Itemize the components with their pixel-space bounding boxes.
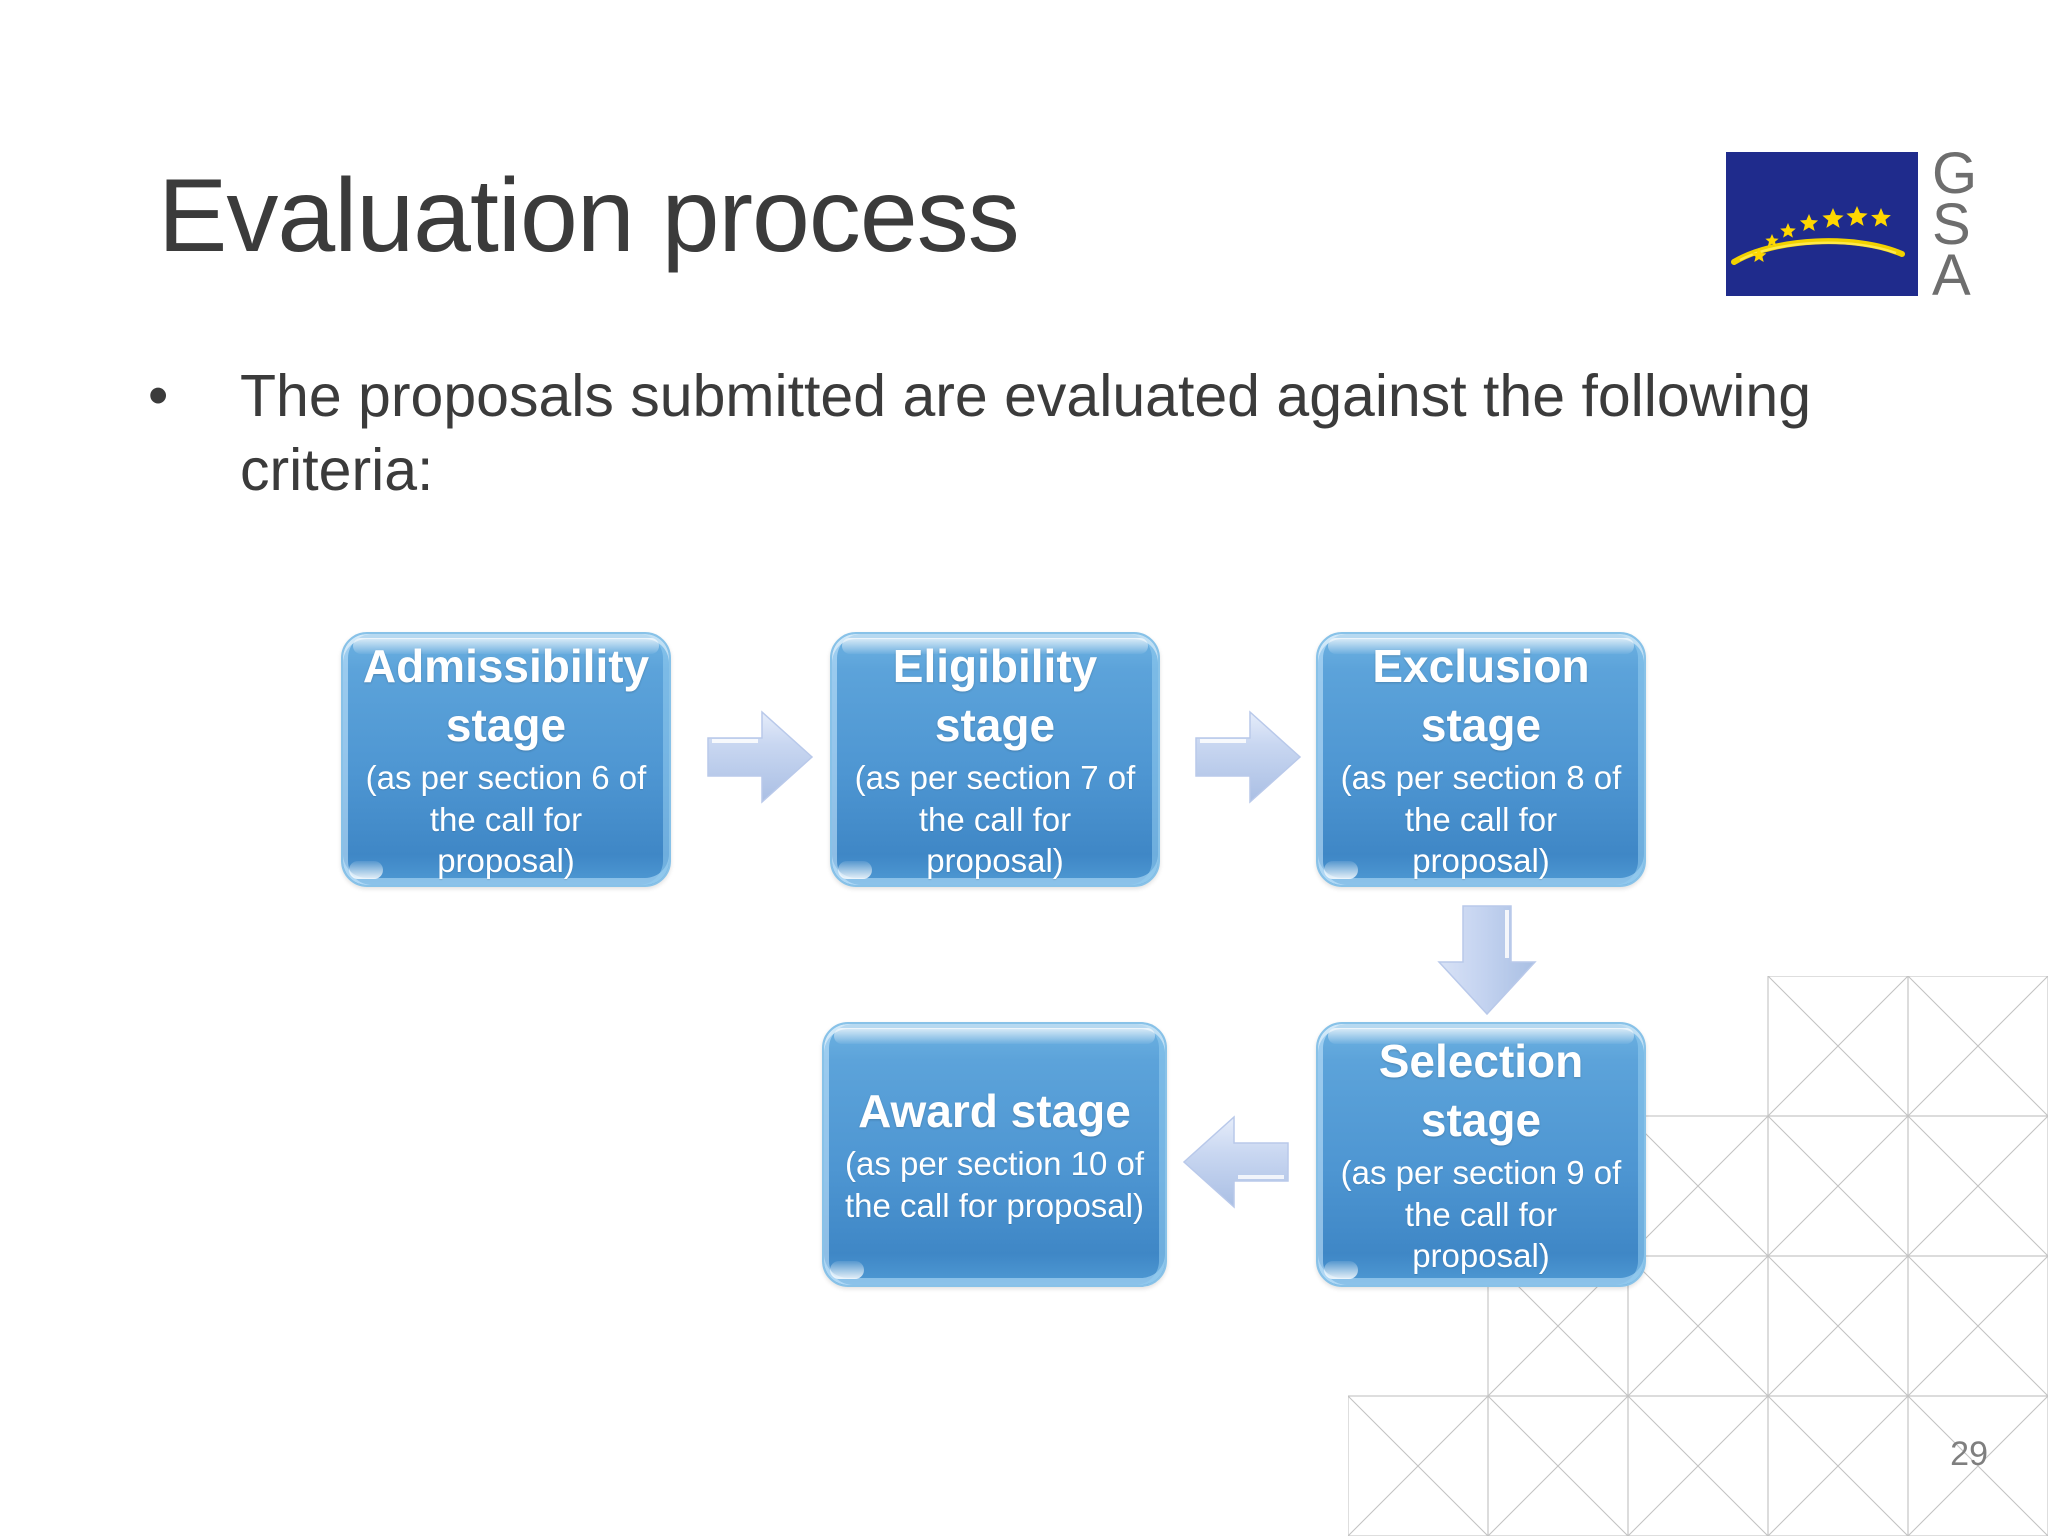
flow-node-subtitle: (as per section 8 of the call for propos… bbox=[1340, 759, 1622, 880]
flow-node-title: Selection stage bbox=[1378, 1035, 1584, 1147]
gsa-letter-g: G bbox=[1932, 141, 1978, 206]
flow-node-title: Eligibility stage bbox=[892, 640, 1098, 752]
arrow-right-eligibility-to-exclusion bbox=[1195, 710, 1302, 804]
flow-node-selection[interactable]: Selection stage (as per section 9 of the… bbox=[1316, 1022, 1646, 1287]
gsa-letters: G S A bbox=[1932, 141, 1978, 308]
arrow-down-exclusion-to-selection bbox=[1437, 905, 1537, 1016]
flow-node-subtitle: (as per section 10 of the call for propo… bbox=[845, 1145, 1144, 1224]
eu-stars-arc-icon bbox=[1731, 206, 1905, 265]
eu-flag-icon bbox=[1726, 152, 1918, 296]
page-title: Evaluation process bbox=[158, 158, 1020, 274]
flow-node-subtitle: (as per section 6 of the call for propos… bbox=[365, 759, 647, 880]
gsa-letter-s: S bbox=[1932, 191, 1971, 257]
arrow-right-admissibility-to-eligibility bbox=[707, 710, 814, 804]
flow-node-subtitle: (as per section 7 of the call for propos… bbox=[854, 759, 1136, 880]
flow-node-exclusion[interactable]: Exclusion stage (as per section 8 of the… bbox=[1316, 632, 1646, 887]
bullet-text: The proposals submitted are evaluated ag… bbox=[240, 363, 1812, 503]
gsa-letter-a: A bbox=[1932, 242, 1971, 308]
flow-node-title: Exclusion stage bbox=[1372, 640, 1590, 752]
bullet-list: • The proposals submitted are evaluated … bbox=[130, 360, 1930, 508]
page-number: 29 bbox=[1950, 1435, 1988, 1473]
eu-gsa-logo: G S A bbox=[1726, 144, 1977, 304]
flow-node-subtitle: (as per section 9 of the call for propos… bbox=[1340, 1154, 1622, 1275]
flow-node-admissibility[interactable]: Admissibility stage (as per section 6 of… bbox=[341, 632, 671, 887]
bullet-marker-icon: • bbox=[148, 363, 169, 428]
flow-node-title: Admissibility stage bbox=[362, 640, 650, 752]
flow-node-award[interactable]: Award stage (as per section 10 of the ca… bbox=[822, 1022, 1167, 1287]
arrow-left-selection-to-award bbox=[1182, 1115, 1289, 1209]
flow-node-eligibility[interactable]: Eligibility stage (as per section 7 of t… bbox=[830, 632, 1160, 887]
flow-node-title: Award stage bbox=[858, 1085, 1131, 1138]
